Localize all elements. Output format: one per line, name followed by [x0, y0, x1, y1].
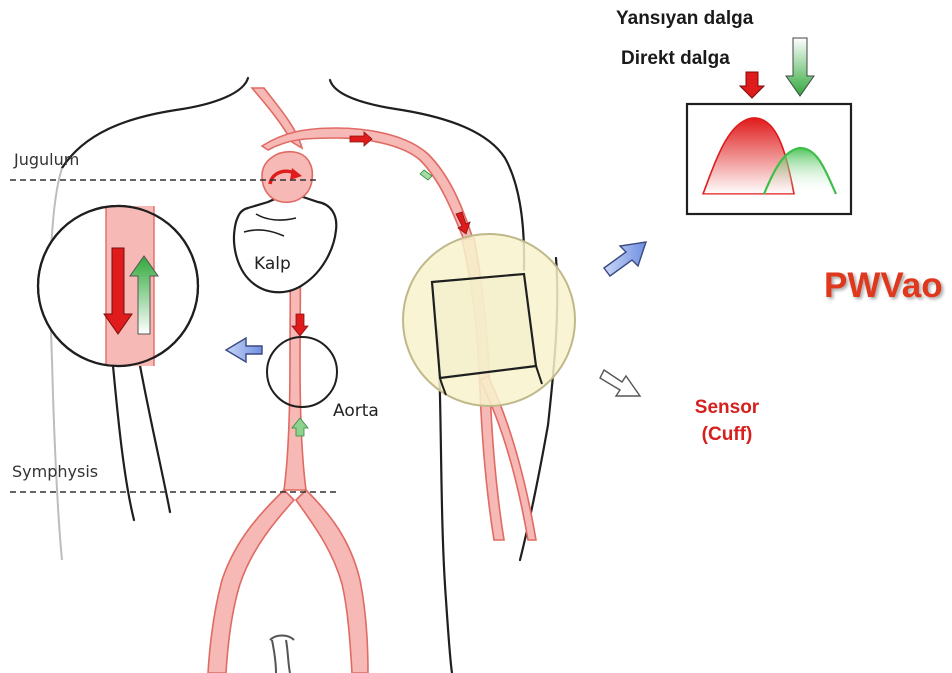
wave-legend-arrows	[740, 38, 814, 98]
reflected-wave-label: Yansıyan dalga	[616, 9, 753, 28]
magnified-artery-view	[38, 206, 198, 366]
pwv-label: PWVao	[824, 268, 943, 303]
reflected-wave-arrow	[786, 38, 814, 96]
symphysis-label: Symphysis	[12, 464, 98, 480]
sensor-label: Sensor	[684, 398, 770, 417]
cuff-label: (Cuff)	[684, 425, 770, 444]
heart-label: Kalp	[254, 256, 291, 273]
aorta-circle	[267, 337, 337, 407]
direct-wave-arrow	[740, 72, 764, 98]
aorta-label: Aorta	[333, 403, 379, 420]
direct-wave-label: Direkt dalga	[621, 49, 730, 68]
jugulum-label: Jugulum	[14, 152, 79, 168]
body-outline-left-arm	[50, 168, 62, 560]
pelvis-outline	[270, 636, 294, 673]
waveform-panel	[687, 104, 851, 214]
